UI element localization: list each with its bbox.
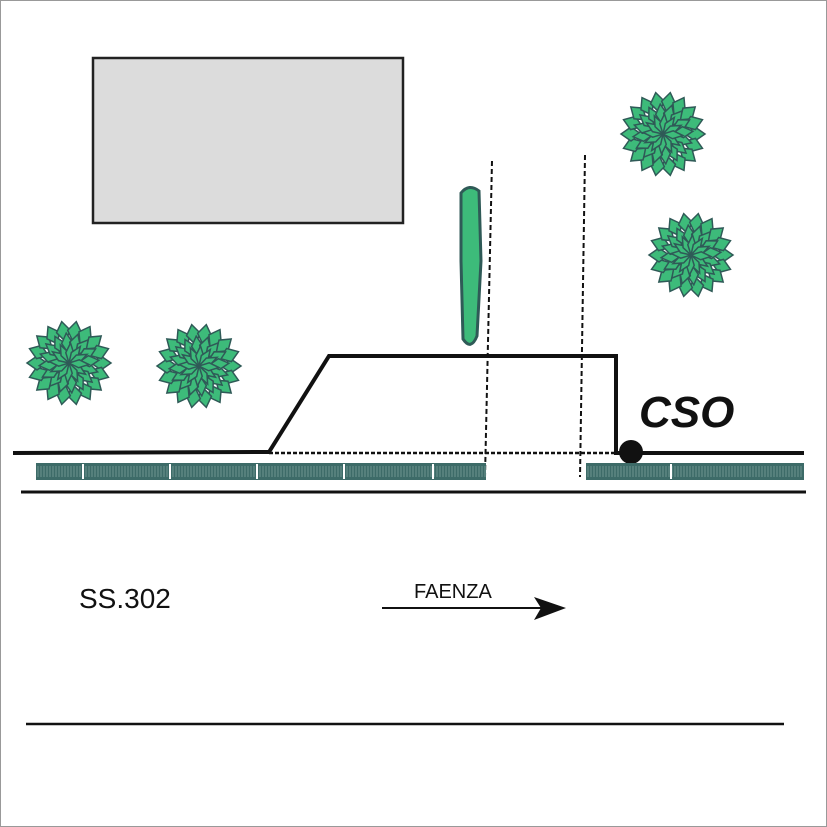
direction-arrow-icon bbox=[534, 597, 566, 620]
leaf bbox=[196, 361, 221, 372]
leaf bbox=[660, 129, 685, 140]
direction-label: FAENZA bbox=[414, 581, 492, 603]
pole bbox=[459, 186, 483, 346]
curb-strip bbox=[586, 463, 804, 480]
curb-strip bbox=[36, 463, 486, 480]
leaf bbox=[688, 250, 713, 261]
dashed-line-left bbox=[484, 160, 493, 478]
curb-outline bbox=[12, 354, 804, 455]
cso-label: CSO bbox=[639, 388, 734, 437]
leaf bbox=[66, 358, 91, 369]
bush-icon bbox=[25, 320, 113, 406]
bush-icon bbox=[619, 91, 707, 177]
bush-icon bbox=[155, 323, 243, 409]
curb-strips bbox=[36, 463, 804, 480]
building bbox=[91, 56, 405, 225]
cso-marker bbox=[619, 440, 643, 464]
dashed-line-right bbox=[579, 154, 586, 478]
bush-icon bbox=[647, 212, 735, 298]
road-label: SS.302 bbox=[79, 583, 171, 614]
bushes bbox=[25, 91, 735, 409]
